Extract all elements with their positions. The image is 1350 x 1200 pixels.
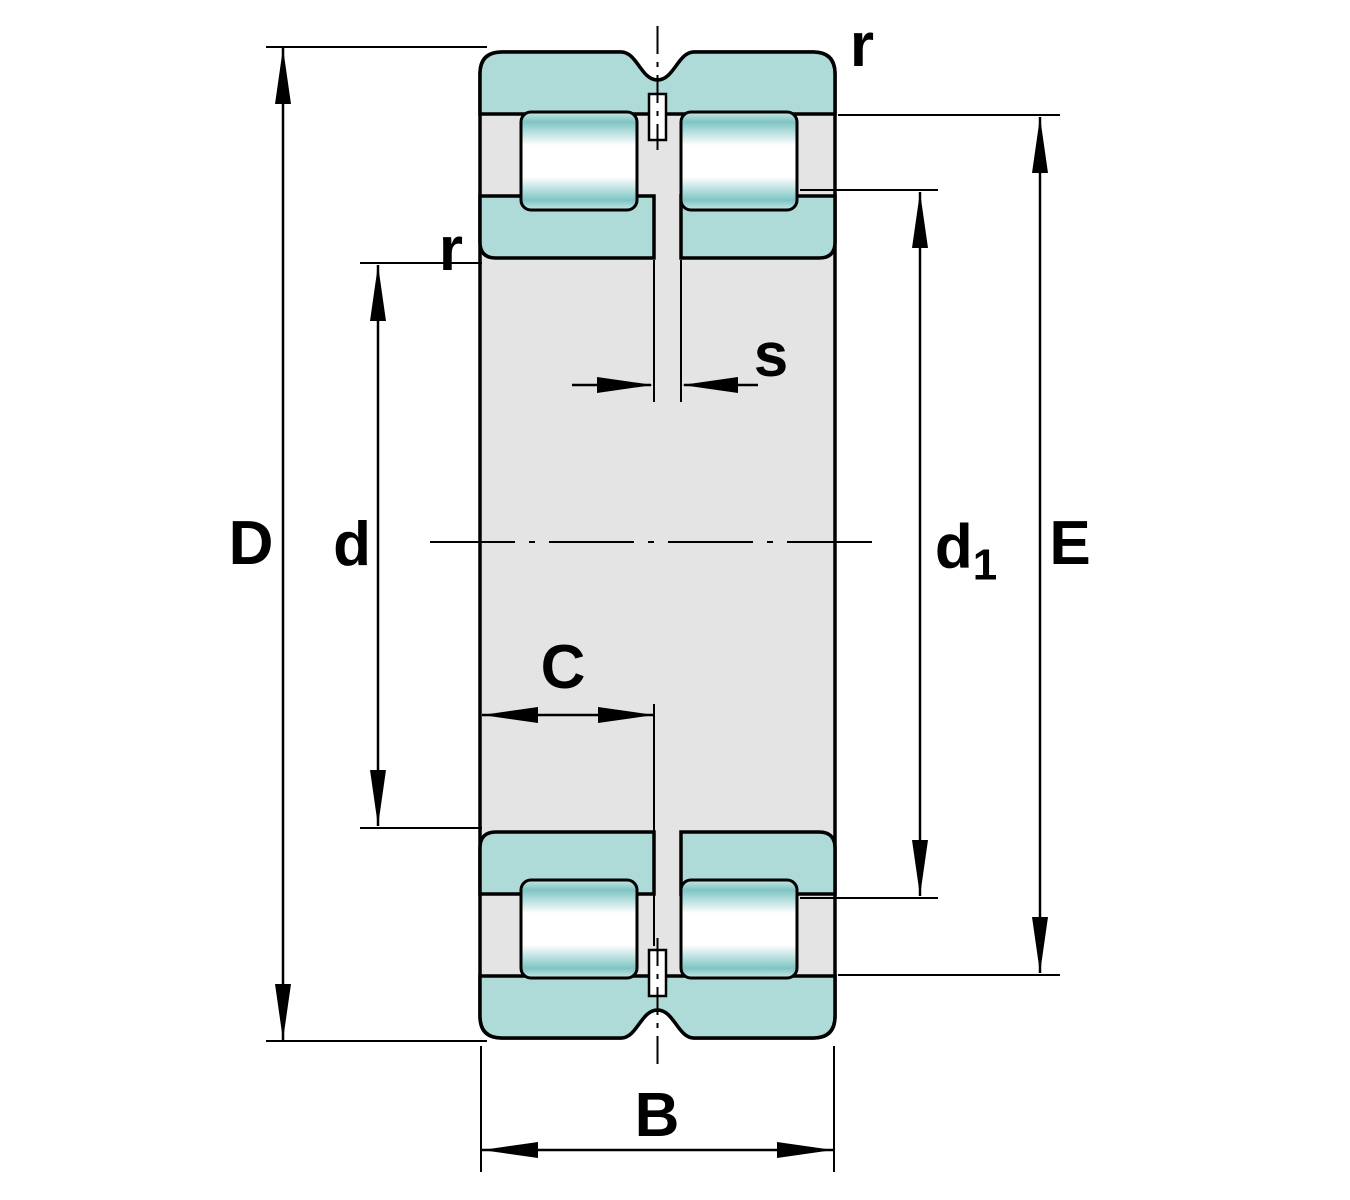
arrowhead-right xyxy=(598,707,654,723)
label-d1-subscript: 1 xyxy=(972,540,998,590)
dimension-d xyxy=(360,262,482,829)
label-bore-diameter-d: d xyxy=(333,510,371,579)
label-d1: d1 xyxy=(935,516,997,587)
roller-bottom-right xyxy=(679,878,799,980)
bearing xyxy=(478,50,837,1040)
arrowhead-up xyxy=(370,265,386,321)
arrowhead-down xyxy=(275,984,291,1040)
arrowhead-left xyxy=(682,377,738,393)
roller-top-right xyxy=(679,110,799,212)
label-width-B: B xyxy=(634,1081,680,1150)
dimension-B xyxy=(480,1046,835,1172)
dimension-D xyxy=(266,46,487,1042)
arrowhead-down xyxy=(370,770,386,826)
arrowhead-up xyxy=(275,48,291,104)
label-groove-width-s: s xyxy=(753,321,789,390)
arrowhead-up xyxy=(1032,117,1048,173)
label-chamfer-r-inner: r xyxy=(438,215,464,284)
arrowhead-right xyxy=(597,377,653,393)
dimension-s xyxy=(572,260,758,402)
label-outside-diameter-D: D xyxy=(228,509,274,578)
arrowhead-down xyxy=(1032,917,1048,973)
dimension-E xyxy=(838,114,1060,976)
arrowhead-left xyxy=(482,707,538,723)
roller-bottom-left xyxy=(519,878,639,980)
label-chamfer-r-outer: r xyxy=(849,11,875,80)
arrowhead-right xyxy=(777,1142,833,1158)
roller-top-left xyxy=(519,110,639,212)
label-offset-C: C xyxy=(540,633,586,702)
label-raceway-E: E xyxy=(1049,509,1091,578)
dimension-C xyxy=(482,704,655,946)
label-d1-base: d xyxy=(934,512,973,582)
dimension-d1 xyxy=(800,189,938,899)
arrowhead-down xyxy=(912,840,928,896)
centerlines xyxy=(430,26,882,1064)
arrowhead-up xyxy=(912,192,928,248)
arrowhead-left xyxy=(482,1142,538,1158)
